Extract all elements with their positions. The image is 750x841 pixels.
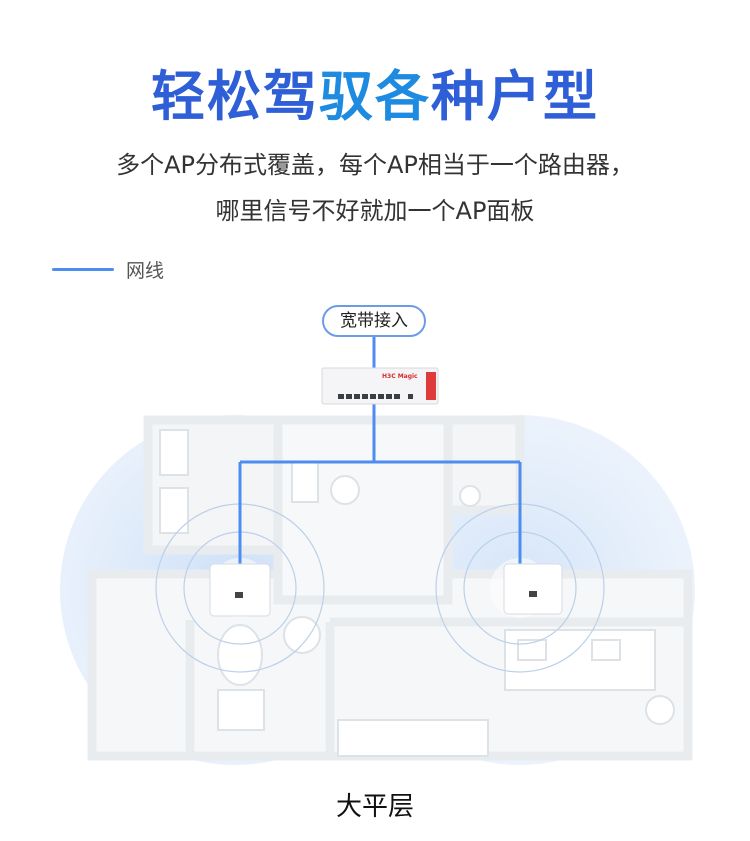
ap-panel-left <box>209 563 271 617</box>
network-cables <box>238 337 522 570</box>
title-part-2: 驭各 <box>319 65 431 128</box>
router-brand-logo: H3C Magic <box>382 373 418 380</box>
page-title: 轻松驾驭各种户型 <box>0 62 750 132</box>
legend: 网线 <box>52 254 164 284</box>
subtitle-line-2: 哪里信号不好就加一个AP面板 <box>215 197 535 225</box>
title-part-3: 种户型 <box>431 65 599 128</box>
ap-panel-right <box>503 563 563 615</box>
legend-label: 网线 <box>126 259 165 282</box>
subtitle-line-1: 多个AP分布式覆盖，每个AP相当于一个路由器， <box>116 151 634 179</box>
router-device <box>321 367 439 405</box>
cable-legend-line <box>52 267 114 271</box>
floorplan-caption: 大平层 <box>335 792 414 822</box>
furniture <box>159 429 675 757</box>
broadband-access-label: 宽带接入 <box>322 305 426 337</box>
title-part-1: 轻松驾 <box>151 65 319 128</box>
